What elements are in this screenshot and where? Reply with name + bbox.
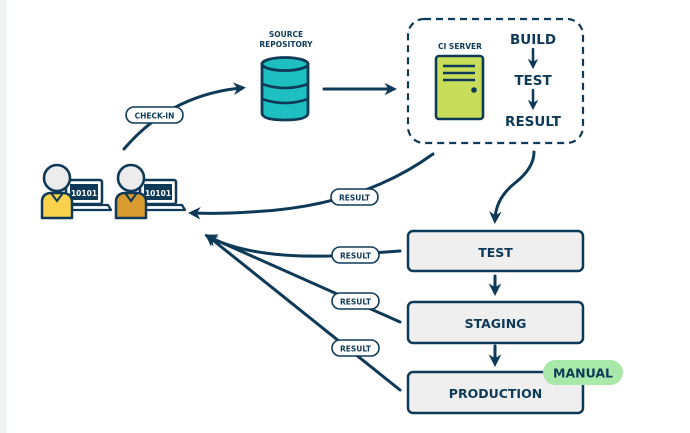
checkin-pill: CHECK-IN: [125, 106, 184, 124]
ci-to-stages-arrow: [489, 150, 536, 225]
server-icon: [434, 54, 485, 121]
checkin-label: CHECK-IN: [135, 112, 175, 121]
laptop-screen-text: 10101: [71, 189, 97, 198]
production-result-pill: RESULT: [331, 339, 380, 357]
ci-result-pill: RESULT: [330, 188, 379, 206]
production-result-arrow: [205, 233, 402, 392]
manual-badge: MANUAL: [543, 360, 623, 385]
stage-staging-label: STAGING: [465, 316, 527, 331]
ci-step-build: BUILD: [510, 32, 556, 48]
ci-result-arrow: [187, 152, 435, 220]
stage-production[interactable]: PRODUCTION: [406, 370, 585, 415]
person-icon: [114, 163, 148, 220]
staging-result-label: RESULT: [340, 298, 372, 307]
ci-step-result: RESULT: [505, 114, 562, 130]
person-icon: [40, 163, 74, 220]
side-strip: [0, 0, 7, 433]
manual-badge-label: MANUAL: [553, 366, 613, 381]
stage-test[interactable]: TEST: [406, 229, 585, 273]
stage-test-label: TEST: [478, 245, 513, 260]
ci-step-test: TEST: [514, 73, 552, 89]
developer-1: 10101: [40, 163, 113, 220]
stage-staging[interactable]: STAGING: [406, 300, 585, 345]
production-result-label: RESULT: [340, 345, 372, 354]
ci-server-label: CI SERVER: [438, 42, 482, 51]
test-result-label: RESULT: [340, 252, 372, 261]
test-result-pill: RESULT: [331, 246, 380, 264]
repository-label-line2: REPOSITORY: [259, 40, 313, 49]
repository-label-line1: SOURCE: [269, 30, 303, 39]
laptop-screen-text: 10101: [145, 189, 171, 198]
database-icon: [260, 56, 310, 122]
developer-2: 10101: [114, 163, 187, 220]
stage-production-label: PRODUCTION: [449, 386, 542, 401]
staging-result-pill: RESULT: [331, 292, 380, 310]
ci-server-group: [406, 17, 585, 145]
ci-result-label: RESULT: [339, 194, 371, 203]
